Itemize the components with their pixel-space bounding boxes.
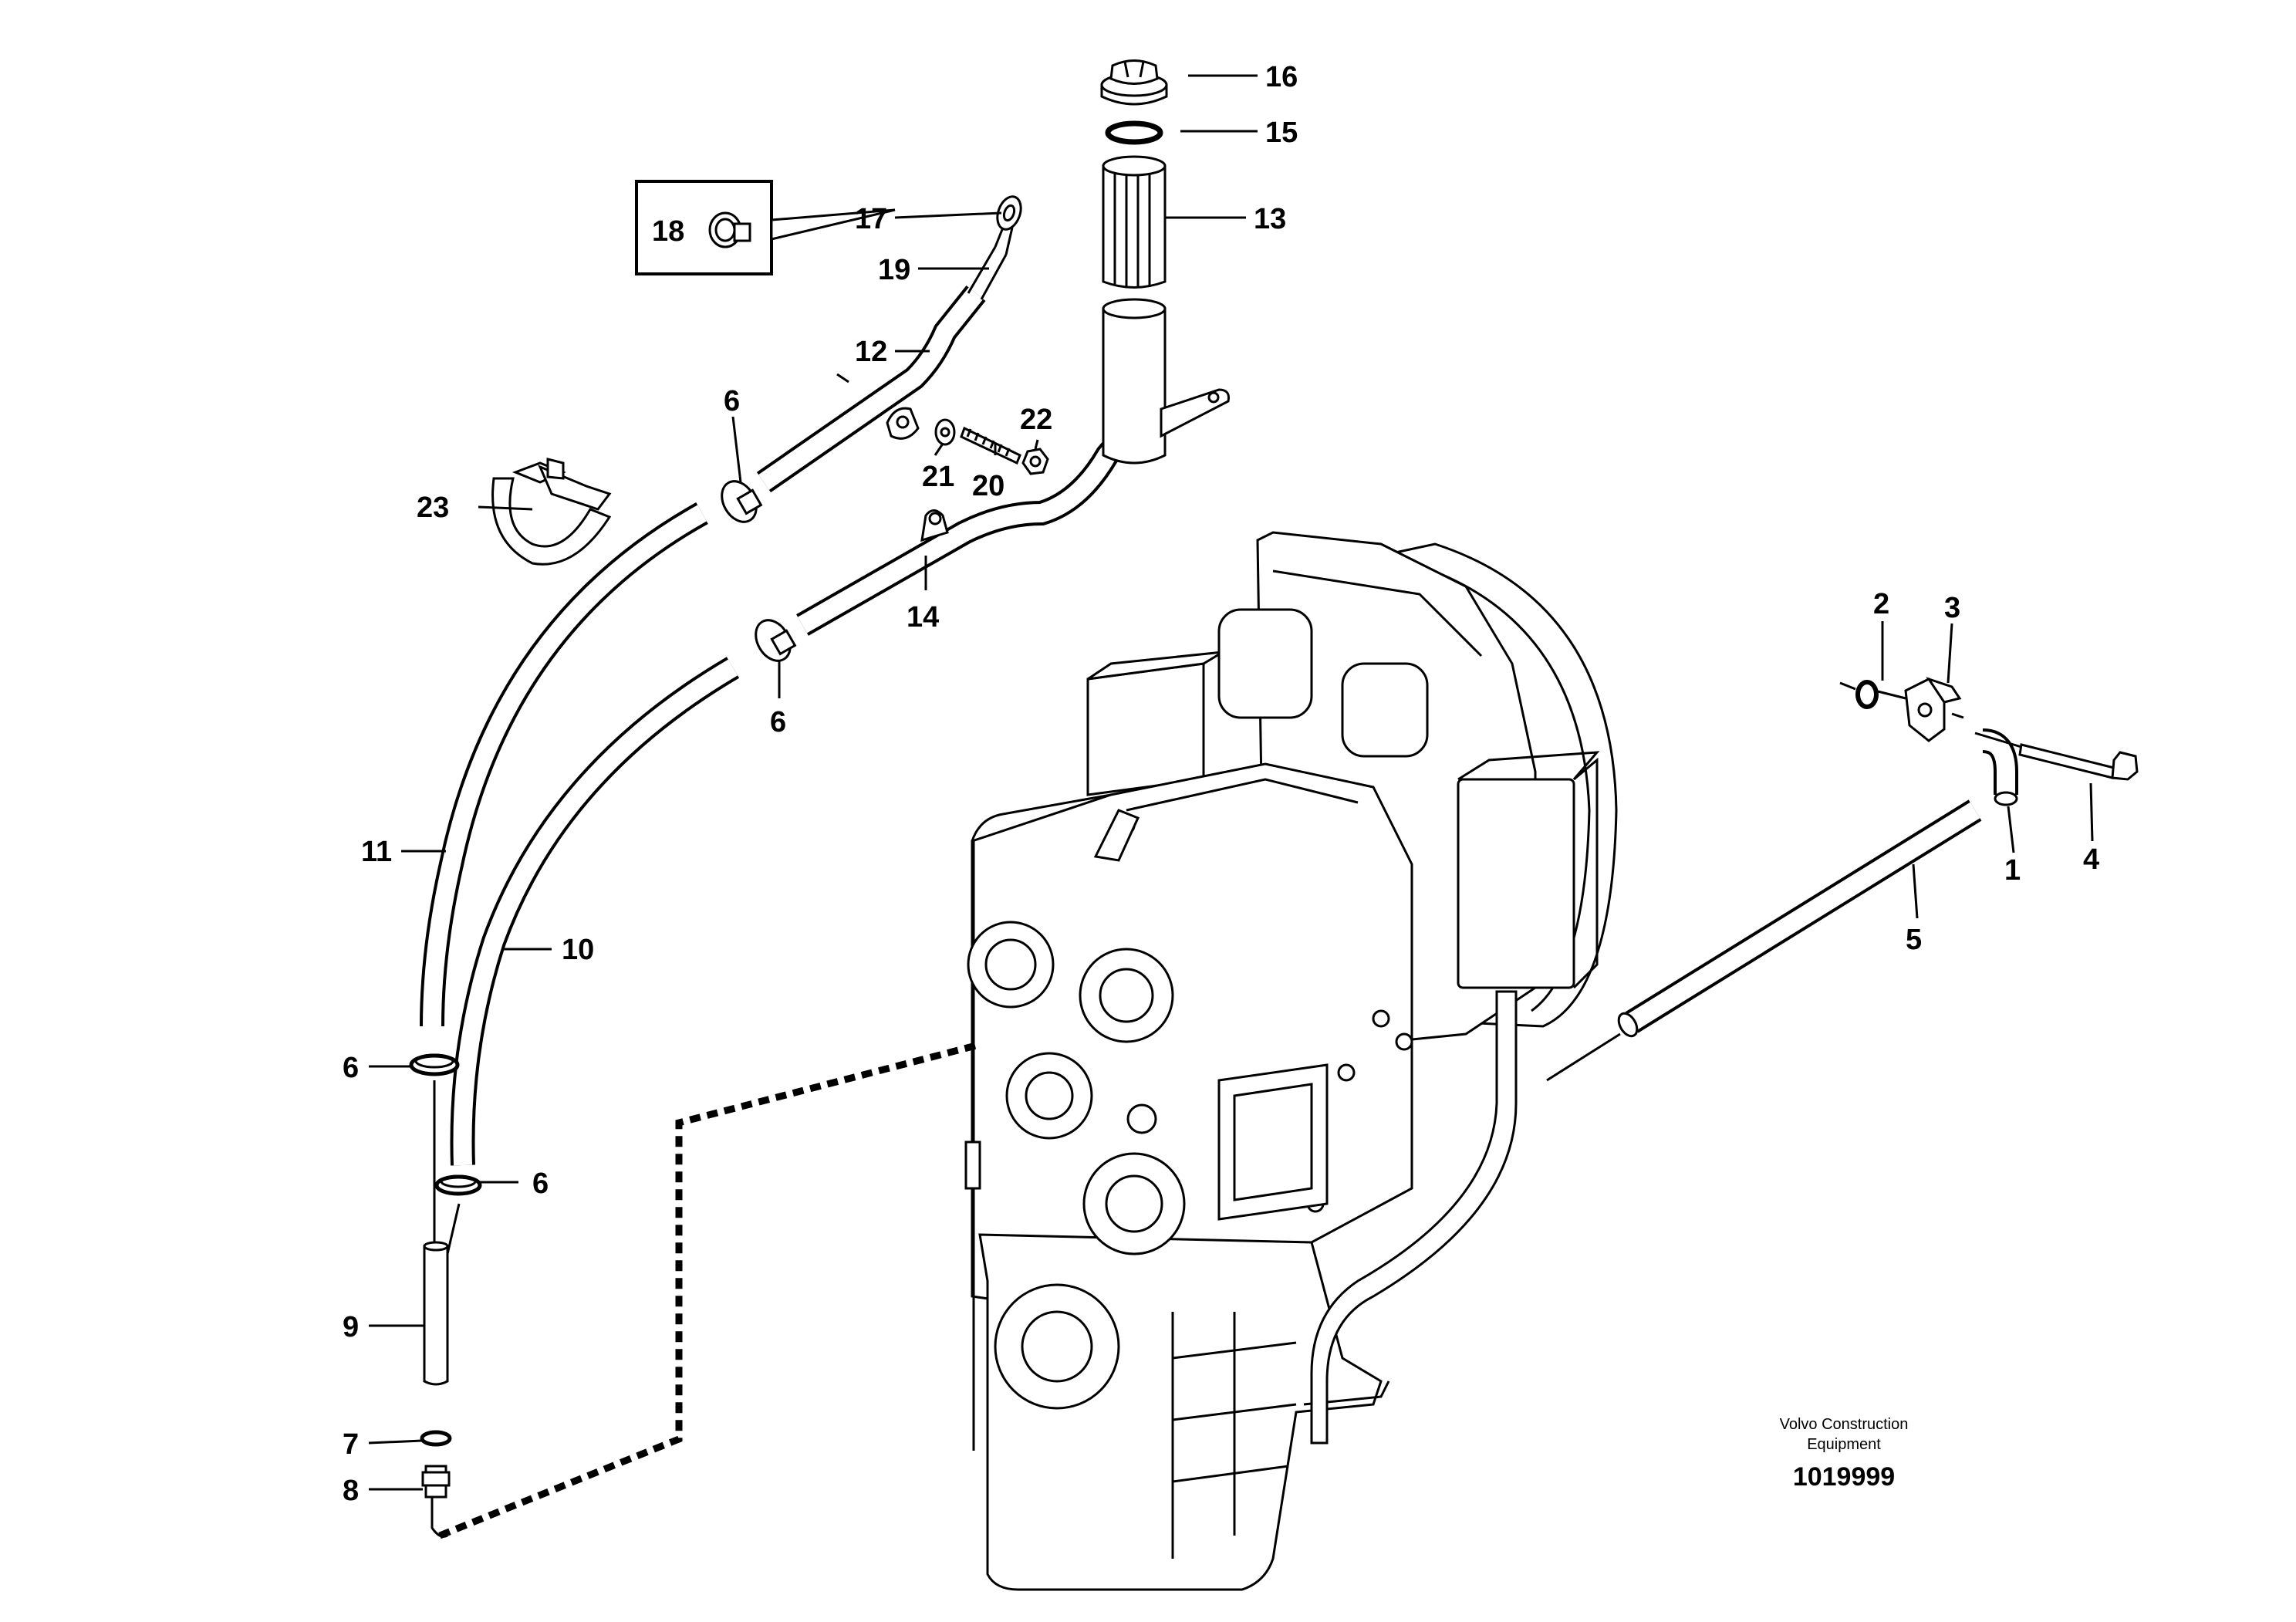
bolt-4 [1974, 732, 2139, 781]
label-14: 14 [907, 601, 939, 634]
transmission-housing [964, 531, 1618, 1591]
washer-2 [1839, 680, 1879, 709]
label-23: 23 [417, 492, 449, 524]
label-8: 8 [343, 1475, 359, 1507]
label-15: 15 [1265, 117, 1298, 149]
label-10: 10 [562, 934, 594, 966]
label-18: 18 [652, 215, 684, 248]
label-1: 1 [2004, 854, 2021, 887]
label-4: 4 [2083, 843, 2099, 876]
label-6-top: 6 [724, 385, 740, 417]
document-number: 1019999 [1793, 1462, 1895, 1492]
brand-line-2: Equipment [1807, 1436, 1881, 1453]
dipstick-rod [967, 223, 1014, 300]
label-17: 17 [855, 203, 887, 235]
hose-10 [450, 657, 740, 1166]
hose-clamp-top-1 [721, 480, 763, 523]
installation-dashed-line [438, 1042, 977, 1539]
label-9: 9 [343, 1311, 359, 1343]
leader-lines [368, 74, 2094, 1491]
filler-cap [1100, 59, 1168, 106]
hose-11 [420, 502, 708, 1027]
hose-clamp-top-2 [755, 619, 797, 662]
nut-22 [1021, 448, 1049, 475]
hose-clamp-bottom-2 [434, 1174, 482, 1196]
label-6-mid: 6 [770, 706, 786, 738]
label-19: 19 [878, 254, 910, 286]
breather-tube-9 [423, 1080, 461, 1386]
cable-strap [491, 458, 612, 566]
nipple [421, 1465, 451, 1538]
label-5: 5 [1906, 924, 1922, 956]
filter-screen [1102, 155, 1167, 289]
screw-20 [960, 426, 1021, 465]
label-6-lower-2: 6 [532, 1168, 549, 1200]
label-22: 22 [1020, 404, 1052, 436]
brand-line-1: Volvo Construction [1780, 1416, 1909, 1433]
clamp-inset-box [635, 180, 896, 275]
washer-21 [934, 418, 956, 446]
filler-neck-tube-14 [796, 298, 1230, 636]
label-21: 21 [922, 461, 954, 493]
label-6-lower-1: 6 [343, 1052, 359, 1084]
part-labels: 16 15 13 17 18 19 12 6 22 21 20 23 14 6 … [343, 61, 2099, 1507]
label-13: 13 [1254, 203, 1286, 235]
label-7: 7 [343, 1428, 359, 1461]
bracket-3 [1874, 677, 1964, 742]
label-20: 20 [972, 470, 1004, 502]
o-ring [1105, 120, 1163, 145]
dipstick-handle [996, 195, 1022, 231]
brand-footer: Volvo Construction Equipment 1019999 [1780, 1416, 1909, 1492]
elbow-1 [1981, 728, 2018, 806]
label-16: 16 [1265, 61, 1298, 93]
label-12: 12 [855, 336, 887, 368]
label-2: 2 [1873, 588, 1889, 620]
washer [420, 1430, 452, 1447]
pipe-5 [1546, 799, 1982, 1082]
label-11: 11 [361, 836, 392, 868]
hose-clamp-bottom-1 [409, 1053, 460, 1076]
dipstick-tube-12 [756, 286, 986, 493]
label-3: 3 [1944, 592, 1960, 624]
